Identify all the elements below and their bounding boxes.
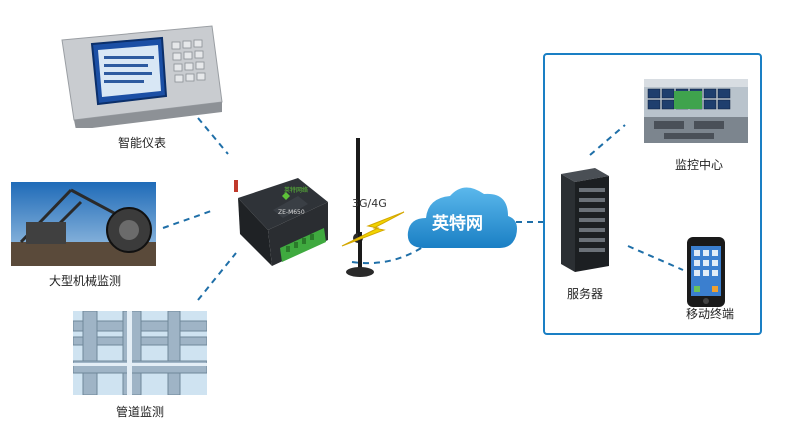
mobile-phone-icon xyxy=(687,237,725,307)
machinery-label: 大型机械监测 xyxy=(49,274,122,288)
lightning-bolt-icon xyxy=(341,211,405,247)
server-side-frame xyxy=(543,53,762,335)
gateway-brand: 英特网络 xyxy=(284,186,308,194)
gateway-device: 英特网络 ZE-M650 xyxy=(228,170,338,280)
meter-link xyxy=(197,117,229,155)
server-rack-icon xyxy=(561,168,609,272)
server-monitor-link xyxy=(589,124,626,156)
mobile-terminal-label: 移动终端 xyxy=(686,307,735,321)
monitoring-center-image xyxy=(644,79,748,143)
network-label: 3G/4G xyxy=(352,197,387,210)
monitoring-center-label: 监控中心 xyxy=(675,158,724,172)
smart-meter-label: 智能仪表 xyxy=(118,136,167,150)
gateway-model: ZE-M650 xyxy=(278,209,305,216)
cloud-label: 英特网 xyxy=(432,214,483,234)
machinery-image xyxy=(11,182,156,266)
cloud-icon xyxy=(407,187,517,248)
magnetic-antenna xyxy=(346,232,374,277)
smart-meter-image xyxy=(52,18,224,130)
server-label: 服务器 xyxy=(567,287,604,301)
pipeline-label: 管道监测 xyxy=(116,405,165,419)
pipeline-image xyxy=(73,311,207,395)
machinery-link xyxy=(162,209,215,229)
